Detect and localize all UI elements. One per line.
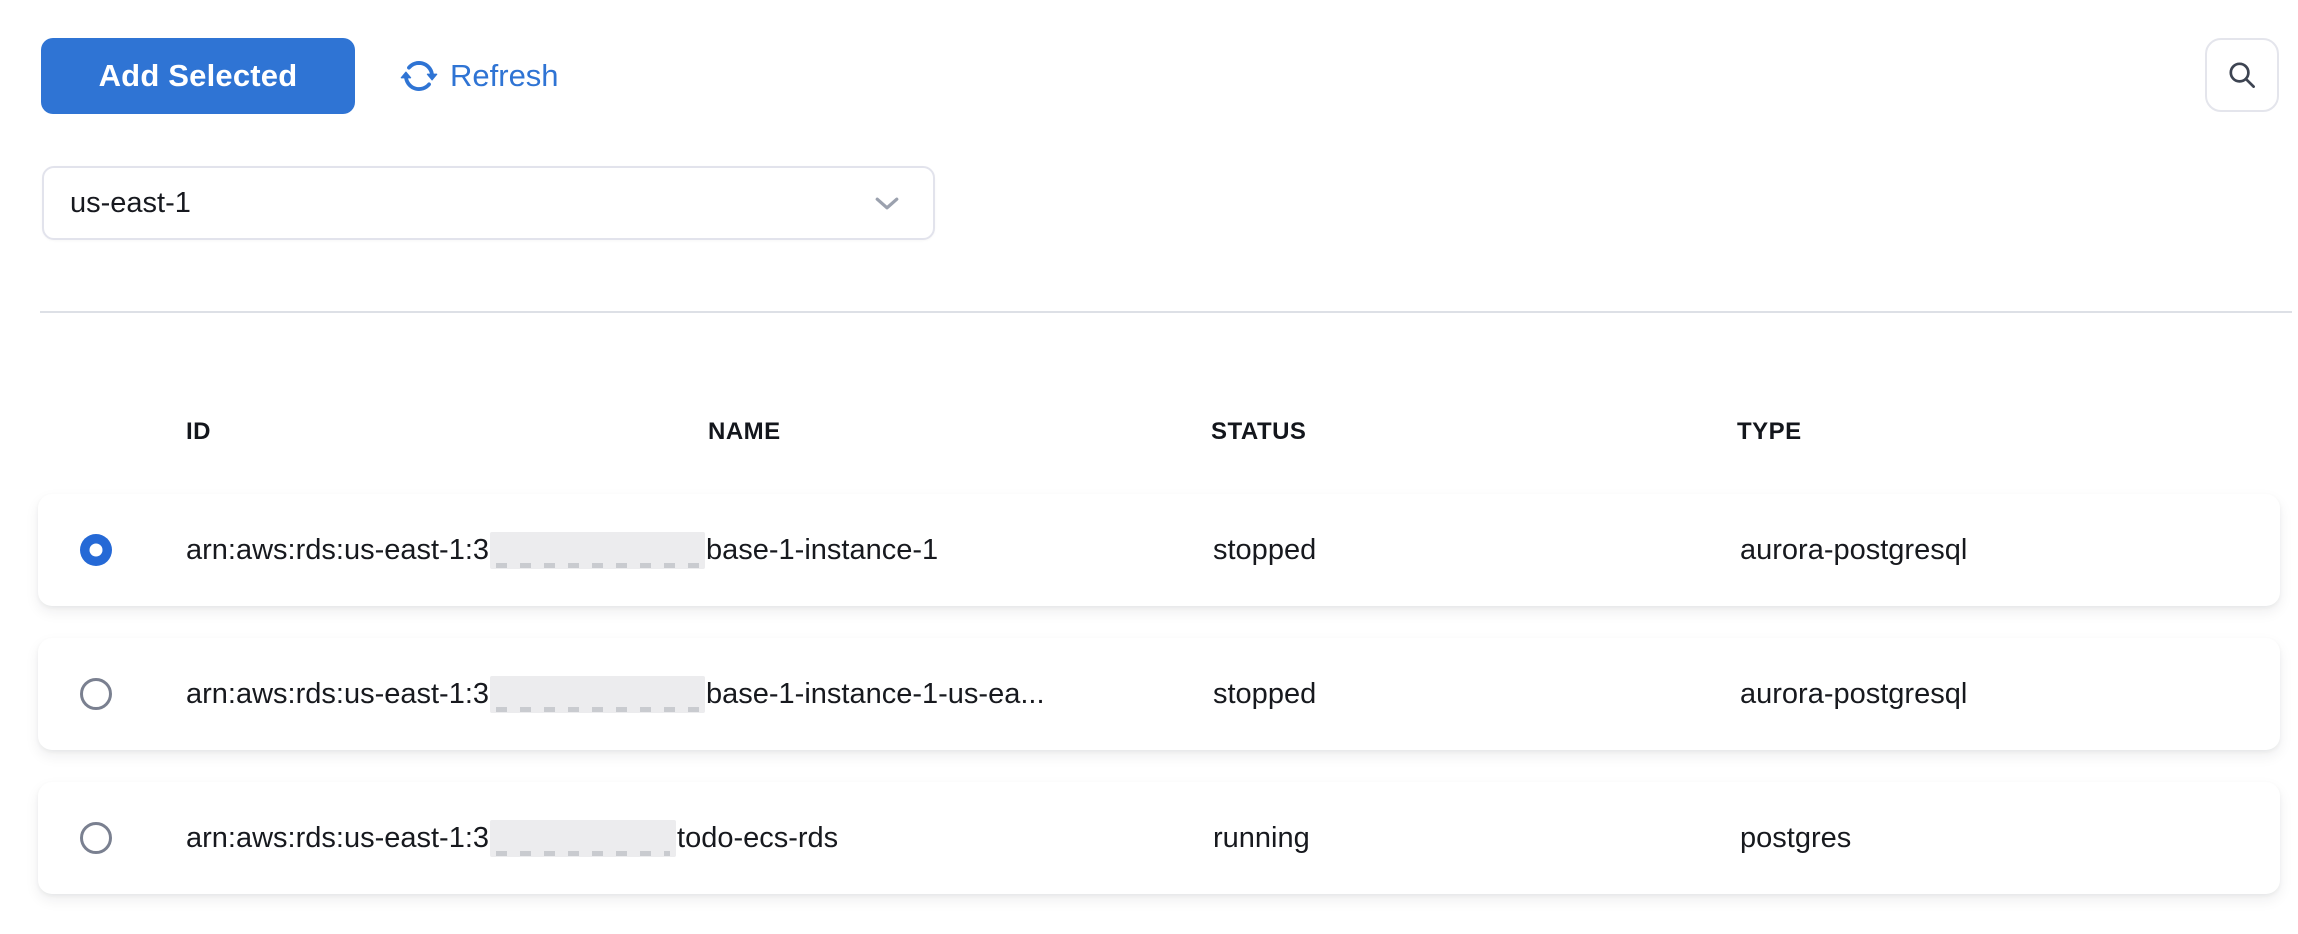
instance-arn-prefix: arn:aws:rds:us-east-1:3 (186, 822, 489, 855)
status-cell: running (1213, 782, 1310, 894)
id-cell: arn:aws:rds:us-east-1:3 base-1-instance-1 (186, 494, 938, 606)
refresh-label: Refresh (450, 58, 559, 94)
search-button[interactable] (2205, 38, 2279, 112)
instance-arn-suffix: todo-ecs-rds (677, 822, 838, 855)
chevron-down-icon (875, 197, 899, 210)
radio-button[interactable] (80, 534, 112, 566)
table-row[interactable]: arn:aws:rds:us-east-1:3 base-1-instance-1… (38, 494, 2280, 606)
refresh-icon (400, 57, 438, 95)
redacted-account-id (490, 676, 705, 713)
instance-arn-suffix: base-1-instance-1 (706, 534, 938, 567)
region-dropdown-value: us-east-1 (70, 187, 191, 220)
table-row[interactable]: arn:aws:rds:us-east-1:3 todo-ecs-rds runn… (38, 782, 2280, 894)
table-row[interactable]: arn:aws:rds:us-east-1:3 base-1-instance-1… (38, 638, 2280, 750)
column-header-status: STATUS (1211, 418, 1306, 446)
instance-arn-prefix: arn:aws:rds:us-east-1:3 (186, 534, 489, 567)
column-header-type: TYPE (1737, 418, 1802, 446)
divider (40, 311, 2292, 313)
redacted-account-id (490, 820, 676, 857)
type-cell: postgres (1740, 782, 1851, 894)
add-selected-button[interactable]: Add Selected (41, 38, 355, 114)
status-cell: stopped (1213, 494, 1316, 606)
id-cell: arn:aws:rds:us-east-1:3 todo-ecs-rds (186, 782, 838, 894)
instance-arn-prefix: arn:aws:rds:us-east-1:3 (186, 678, 489, 711)
type-cell: aurora-postgresql (1740, 494, 1967, 606)
search-icon (2225, 58, 2259, 92)
id-cell: arn:aws:rds:us-east-1:3 base-1-instance-1… (186, 638, 1045, 750)
region-dropdown[interactable]: us-east-1 (42, 166, 935, 240)
redacted-account-id (490, 532, 705, 569)
refresh-button[interactable]: Refresh (400, 38, 559, 114)
column-header-name: NAME (708, 418, 781, 446)
status-cell: stopped (1213, 638, 1316, 750)
table-header: ID NAME STATUS TYPE (0, 418, 2298, 448)
radio-button[interactable] (80, 822, 112, 854)
column-header-id: ID (186, 418, 211, 446)
radio-button[interactable] (80, 678, 112, 710)
instance-arn-suffix: base-1-instance-1-us-ea... (706, 678, 1045, 711)
type-cell: aurora-postgresql (1740, 638, 1967, 750)
